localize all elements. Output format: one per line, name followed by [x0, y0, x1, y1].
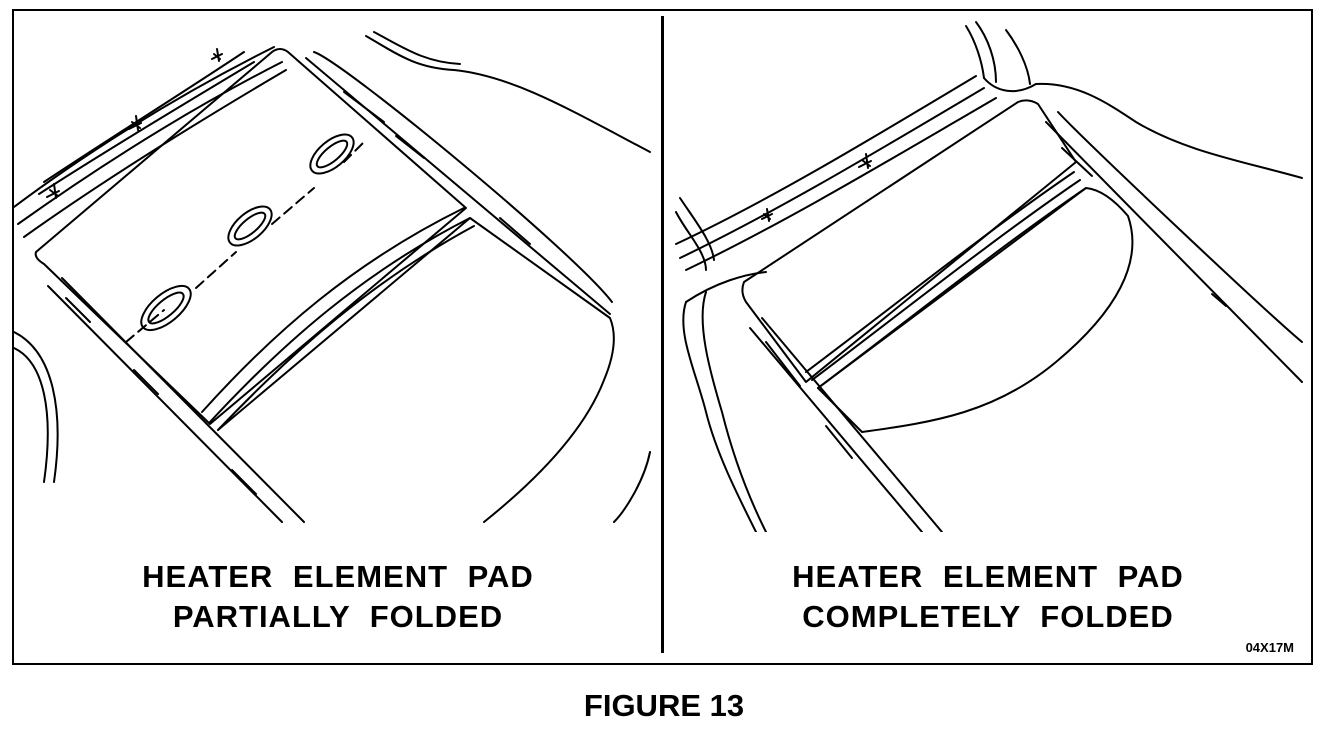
seat-trim-end — [679, 197, 715, 261]
seat-trim-stitch-mark — [128, 115, 142, 131]
pad-slot — [227, 205, 273, 247]
pad-slot — [309, 133, 355, 175]
seat-contour-right — [613, 451, 651, 523]
seat-trim-inner-edge — [679, 87, 985, 259]
seat-trim-right — [313, 51, 613, 303]
seat-trim-outer-edge — [675, 75, 977, 245]
figure-frame — [12, 9, 1313, 665]
fold-line — [195, 251, 237, 289]
seat-trim-seam — [43, 51, 245, 183]
seat-trim-end — [675, 211, 707, 271]
pad-slot — [140, 284, 192, 332]
seat-trim-right — [1057, 111, 1303, 343]
seat-trim-lower — [761, 317, 943, 532]
seat-trim-right-slot — [1211, 293, 1227, 307]
pad-slot-inner — [315, 139, 349, 169]
seat-trim-right-slot — [395, 135, 425, 159]
pad-flat-portion-outline — [34, 48, 467, 425]
left-panel-caption: HEATER ELEMENT PAD PARTIALLY FOLDED — [18, 557, 658, 637]
seat-trim-outer-edge — [14, 46, 275, 208]
pad-slot-inner — [147, 291, 185, 325]
seat-trim-stitch-mark — [46, 183, 60, 199]
seat-trim-lower — [749, 327, 923, 532]
seat-trim-edge — [685, 97, 997, 271]
pad-folded-portion-outline — [217, 217, 615, 523]
seat-trim-edge — [23, 69, 287, 238]
pad-folded-over-portion — [817, 187, 1134, 433]
pad-fold-crease — [209, 217, 471, 423]
right-caption-line2: COMPLETELY FOLDED — [802, 599, 1174, 634]
seat-contour-left — [14, 331, 59, 483]
seat-trim-lower-slot — [765, 341, 801, 387]
seat-trim-lower-slot — [231, 469, 257, 495]
pad-fold-crease — [811, 179, 1081, 381]
drawing-code: 04X17M — [1245, 640, 1294, 655]
seat-trim-right — [1045, 121, 1303, 383]
seat-contour-top — [373, 31, 461, 65]
panel-divider — [661, 16, 664, 653]
seat-trim-right-slot — [1061, 147, 1093, 177]
pad-fold-crease — [805, 171, 1075, 373]
seat-trim-lower-slot — [133, 369, 159, 395]
figure-label: FIGURE 13 — [583, 688, 745, 723]
left-caption-line2: PARTIALLY FOLDED — [172, 599, 504, 634]
seat-contour-left — [685, 271, 767, 303]
heater-pad-completely-folded-illustration — [675, 21, 1303, 532]
right-caption-line1: HEATER ELEMENT PAD — [792, 559, 1184, 594]
left-caption-line1: HEATER ELEMENT PAD — [142, 559, 534, 594]
seat-trim-lower — [61, 277, 305, 523]
seat-trim-lower-slot — [65, 297, 91, 323]
seat-contour-left — [682, 301, 757, 532]
heater-pad-partially-folded-illustration — [14, 31, 651, 523]
fold-line — [343, 141, 365, 163]
seat-trim-lower-slot — [825, 425, 853, 459]
seat-back-bolster — [965, 25, 985, 79]
seat-contour-left — [701, 291, 767, 532]
seat-trim-stitch-mark — [858, 153, 872, 169]
pad-folded-outline — [741, 99, 1077, 383]
seat-trim-lower — [47, 285, 283, 523]
right-panel-caption: HEATER ELEMENT PAD COMPLETELY FOLDED — [668, 557, 1308, 637]
seat-contour-top — [365, 35, 651, 153]
seat-trim-stitch-mark — [211, 48, 223, 62]
seat-trim-seam — [38, 61, 255, 195]
fold-line — [271, 187, 315, 225]
fold-line — [125, 309, 165, 343]
seat-contour-left — [14, 347, 49, 483]
pad-fold-crease — [217, 225, 475, 431]
pad-slot-inner — [233, 211, 267, 241]
seat-contour-top — [1035, 82, 1303, 179]
seat-trim-stitch-mark — [761, 208, 773, 222]
pad-fold-crease — [201, 207, 465, 413]
seat-trim-right-slot — [343, 91, 385, 123]
seat-back-bolster — [975, 21, 997, 83]
seat-trim-right-slot — [499, 217, 531, 245]
seat-back-bolster — [983, 77, 1037, 93]
seat-back-bolster — [1005, 29, 1031, 85]
seat-trim-inner-edge — [17, 61, 283, 225]
